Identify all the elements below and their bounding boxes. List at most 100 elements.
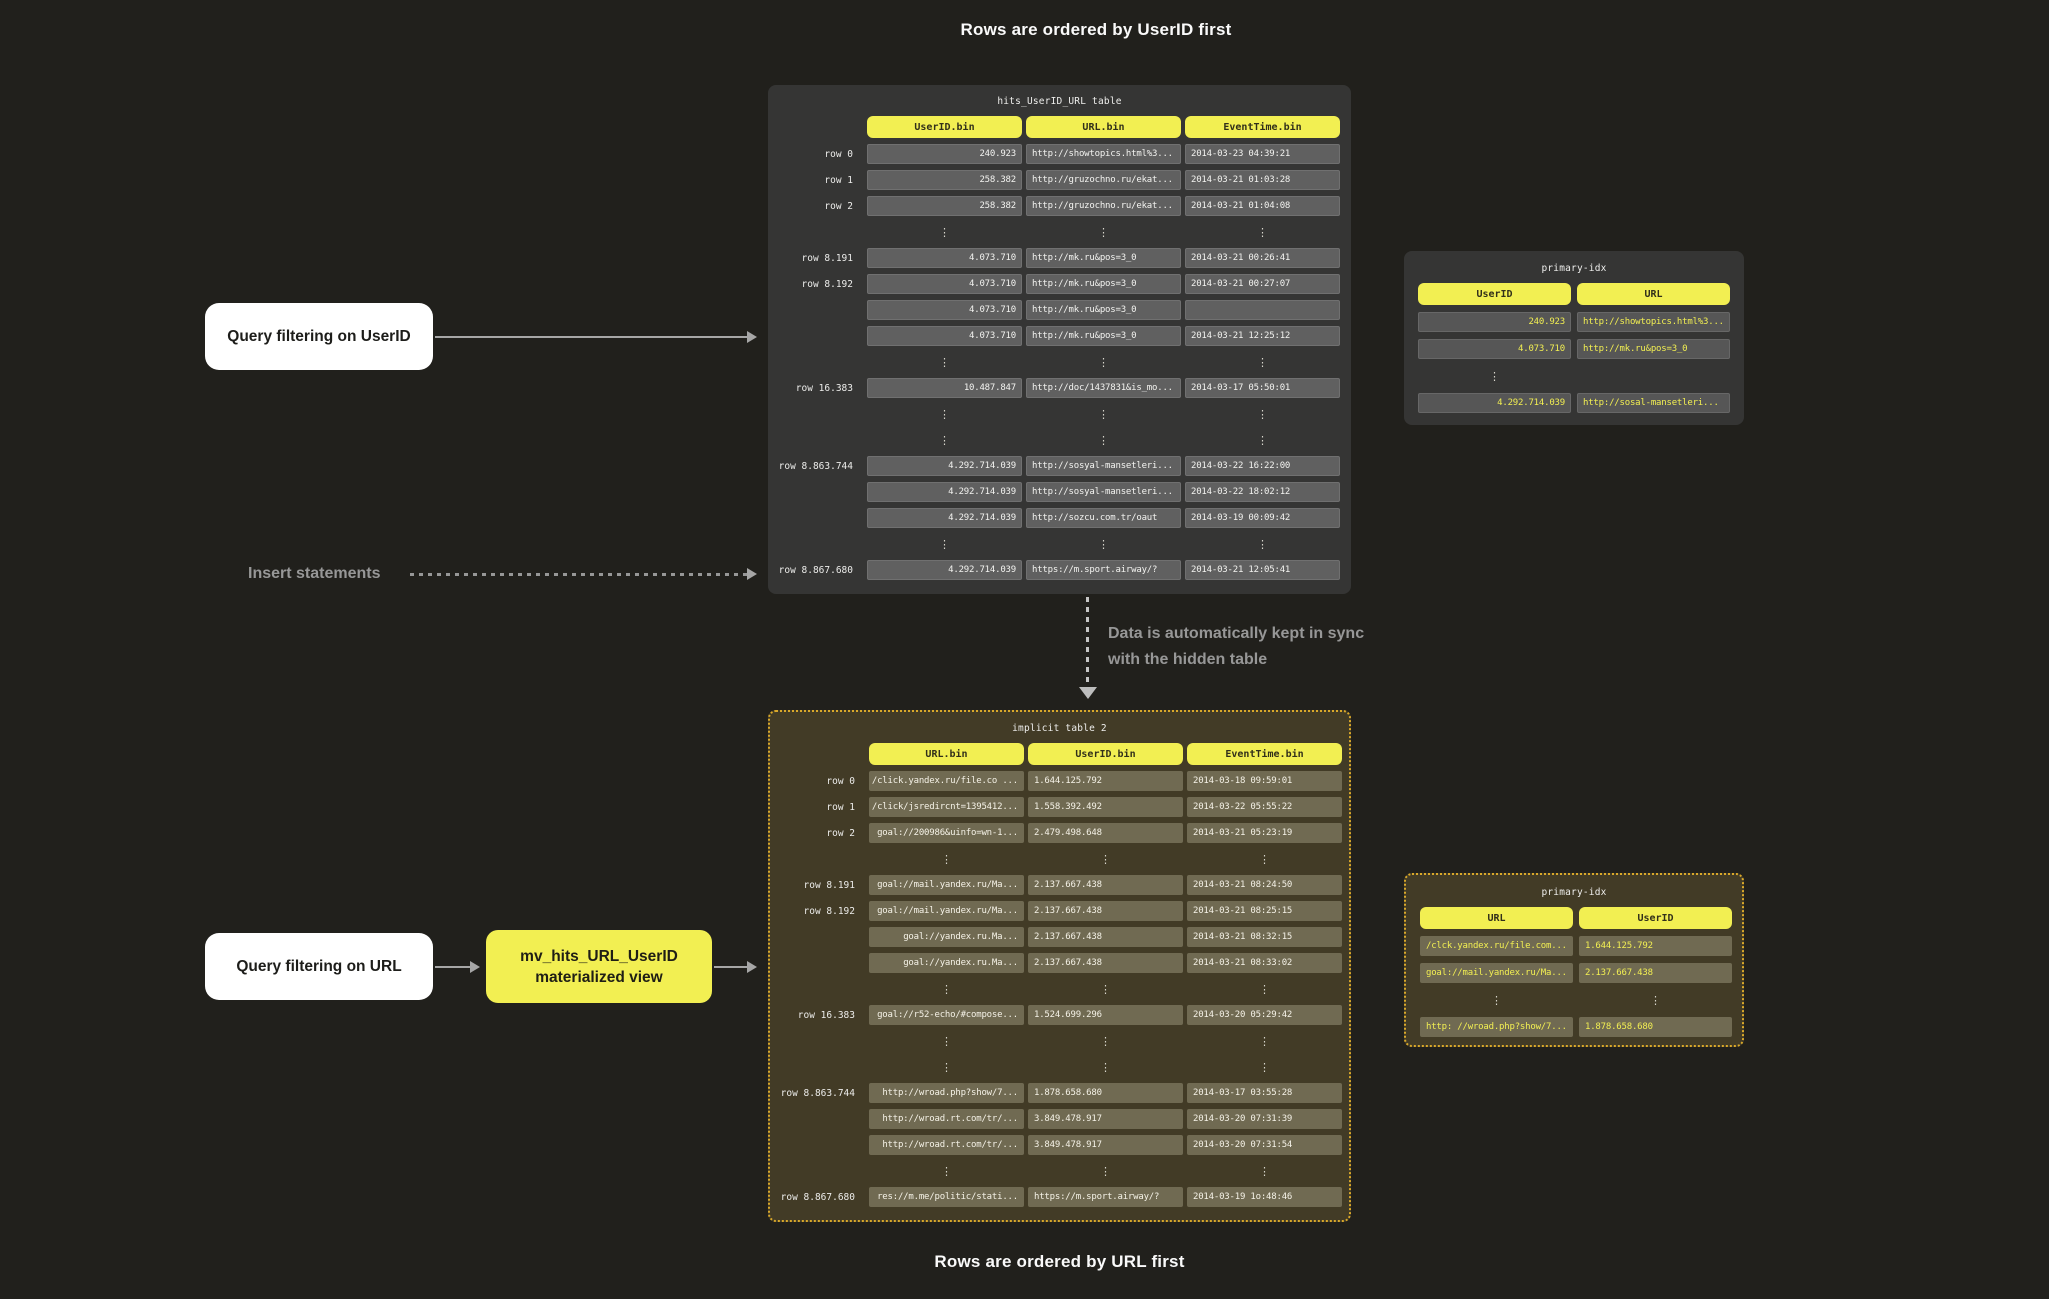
ellipsis: ⋮ [1100,1164,1111,1178]
column-header: EventTime.bin [1185,116,1340,138]
table-cell: http://sosal-mansetleri... [1577,393,1730,413]
table-cell: 2014-03-21 12:25:12 [1185,326,1340,346]
row-label: row 8.191 [801,252,853,264]
table-row: ⋮⋮⋮ [777,352,1342,372]
table-row: ⋮⋮⋮ [779,979,1340,999]
ellipsis: ⋮ [939,537,950,551]
row-label: row 16.383 [797,1009,855,1021]
row-label: row 0 [826,775,855,787]
table-cell: http://mk.ru&pos=3_0 [1577,339,1730,359]
table-cell: 2014-03-21 01:04:08 [1185,196,1340,216]
row-label: row 2 [826,827,855,839]
table-row: ⋮⋮⋮ [779,1057,1340,1077]
table-cell: 4.292.714.039 [867,560,1022,580]
table-cell: 2014-03-22 05:55:22 [1187,797,1342,817]
table-cell: http://gruzochno.ru/ekat... [1026,196,1181,216]
arrow-mv-to-table-head-icon [747,961,757,973]
table-cell: 2.137.667.438 [1028,875,1183,895]
table-cell: 2014-03-21 00:27:07 [1185,274,1340,294]
materialized-view-box: mv_hits_URL_UserID materialized view [486,930,712,1003]
ellipsis: ⋮ [941,982,952,996]
table-cell: http://showtopics.html%3... [1026,144,1181,164]
ellipsis: ⋮ [1650,993,1661,1007]
query-filtering-url-box: Query filtering on URL [205,933,433,1000]
ellipsis: ⋮ [1257,433,1268,447]
row-label: row 8.863.744 [778,460,853,472]
column-header: URL [1577,283,1730,305]
ellipsis: ⋮ [941,852,952,866]
table-cell: https://m.sport.airway/? [1026,560,1181,580]
table-cell: https://m.sport.airway/? [1028,1187,1183,1207]
ellipsis: ⋮ [941,1164,952,1178]
table-cell: 3.849.478.917 [1028,1135,1183,1155]
table-cell: http://sozcu.com.tr/oaut [1026,508,1181,528]
ellipsis: ⋮ [1257,355,1268,369]
bottom-title: Rows are ordered by URL first [934,1252,1185,1271]
table-row: 4.073.710 http://mk.ru&pos=3_0 [1418,339,1730,359]
table-cell: 1.558.392.492 [1028,797,1183,817]
table-cell: http://doc/1437831&is_mo... [1026,378,1181,398]
table-cell: 1.524.699.296 [1028,1005,1183,1025]
table-cell: http://sosyal-mansetleri... [1026,456,1181,476]
table-row: ⋮⋮ [1420,990,1728,1010]
table-cell: goal://yandex.ru.Ma... [869,953,1024,973]
ellipsis: ⋮ [1257,537,1268,551]
row-label [779,1109,865,1129]
table-cell: 2.137.667.438 [1028,901,1183,921]
table-cell: 2014-03-17 03:55:28 [1187,1083,1342,1103]
table-cell: 2014-03-21 05:23:19 [1187,823,1342,843]
arrow-query-userid-head-icon [747,331,757,343]
row-label: row 0 [824,148,853,160]
row-label [779,927,865,947]
table-row: /clck.yandex.ru/file.com...1.644.125.792 [1420,936,1732,956]
top-title: Rows are ordered by UserID first [960,20,1232,39]
table-rows: /clck.yandex.ru/file.com...1.644.125.792… [1420,936,1732,1037]
row-label [777,508,863,528]
table-cell: 2014-03-21 01:03:28 [1185,170,1340,190]
row-label: row 8.867.680 [780,1191,855,1203]
row-label [777,404,863,424]
table-cell: 240.923 [1418,312,1571,332]
table-cell: 258.382 [867,196,1022,216]
row-label [779,1161,865,1181]
implicit-table-title: implicit table 2 [1012,723,1107,734]
row-label: row 8.192 [801,278,853,290]
table-cell: 10.487.847 [867,378,1022,398]
implicit-primary-index-title: primary-idx [1541,887,1607,898]
table-cell: 2014-03-21 08:25:15 [1187,901,1342,921]
table-cell: 4.073.710 [1418,339,1571,359]
ellipsis: ⋮ [1257,407,1268,421]
table-cell: 2014-03-17 05:50:01 [1185,378,1340,398]
row-label: row 16.383 [795,382,853,394]
row-label [777,430,863,450]
row-label [779,1057,865,1077]
table-cell: 2014-03-20 07:31:39 [1187,1109,1342,1129]
row-label: row 8.863.744 [780,1087,855,1099]
arrow-mv-to-table-line [714,966,748,968]
row-label: row 8.191 [803,879,855,891]
table-cell: 4.073.710 [867,300,1022,320]
sync-note-line1: Data is automatically kept in sync [1108,625,1365,642]
ellipsis: ⋮ [939,355,950,369]
ellipsis: ⋮ [941,1060,952,1074]
sync-note: Data is automatically kept in sync with … [1108,621,1364,673]
column-header: URL.bin [869,743,1024,765]
table-cell: goal://yandex.ru.Ma... [869,927,1024,947]
column-header: URL.bin [1026,116,1181,138]
table-cell: http://gruzochno.ru/ekat... [1026,170,1181,190]
